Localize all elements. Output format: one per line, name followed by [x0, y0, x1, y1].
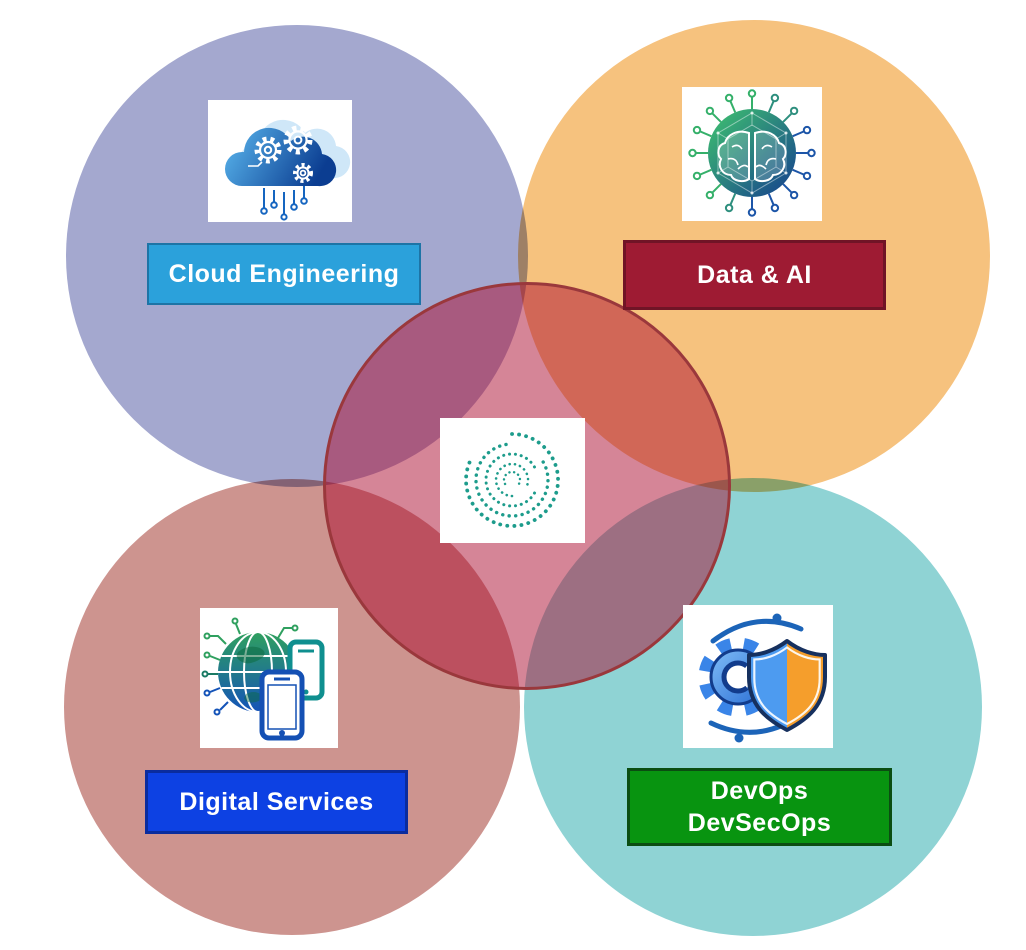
digital-services-label: Digital Services	[145, 770, 408, 834]
dotted-spiral-logo-icon	[464, 432, 560, 528]
devops-label-line1: DevOps	[710, 777, 809, 805]
digital-services-label-text: Digital Services	[179, 787, 374, 816]
devops-label-line2: DevSecOps	[687, 809, 832, 837]
globe-mobile-devices-icon	[201, 617, 325, 741]
data-ai-label-text: Data & AI	[697, 260, 812, 289]
cloud-engineering-label: Cloud Engineering	[147, 243, 421, 305]
devops-icon-card	[683, 605, 833, 748]
cloud-engineering-icon-card	[208, 100, 352, 222]
center-logo-card	[440, 418, 585, 543]
gear-shield-icon	[698, 613, 827, 743]
data-ai-icon-card	[682, 87, 822, 221]
cloud-circuit-gears-icon	[225, 119, 351, 221]
ai-brain-network-icon	[688, 89, 816, 217]
devops-devsecops-label: DevOps DevSecOps	[627, 768, 892, 846]
cloud-engineering-label-text: Cloud Engineering	[168, 259, 400, 288]
data-ai-label: Data & AI	[623, 240, 886, 310]
digital-services-icon-card	[200, 608, 338, 748]
